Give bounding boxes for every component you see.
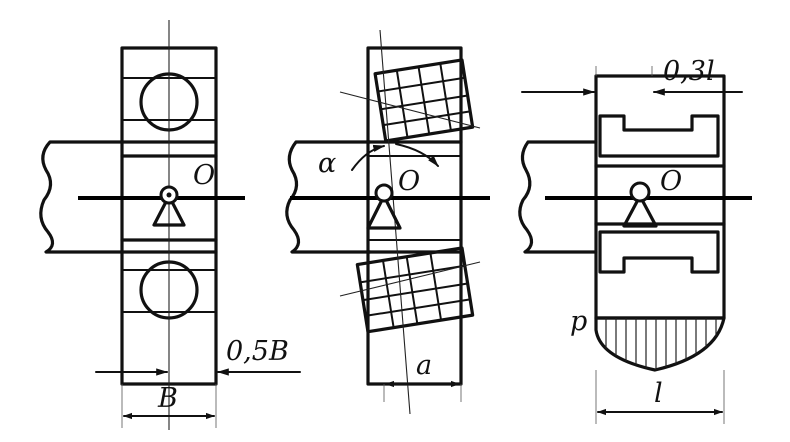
hinge-pin-2: [374, 183, 394, 203]
hinge-pin-3: [629, 181, 651, 203]
lower-bushing: [598, 230, 720, 274]
tilted-centerline: [379, 29, 411, 415]
hinge-support-3: [622, 194, 658, 228]
hinge-support-1: [152, 194, 186, 227]
tilted-lower-block: [355, 246, 475, 334]
pressure-label: p: [570, 306, 587, 337]
angle-arrow-left: [351, 144, 386, 171]
pressure-epure: [594, 316, 726, 372]
width-b-label: B: [157, 383, 178, 414]
tilted-axis-lower: [339, 261, 481, 297]
shaft-outline-1: [39, 140, 124, 254]
angle-arrow-right: [395, 143, 439, 167]
shaft-outline-3: [518, 140, 598, 254]
plain-bearing-scheme: O p 0,3l l: [518, 56, 752, 424]
half-width-label: 0,5B: [226, 336, 289, 367]
tilted-bearing-scheme: α O a: [285, 29, 490, 415]
offset-a-label: a: [416, 350, 432, 381]
ball-bearing-scheme: O 0,5B B: [39, 20, 301, 430]
pressure-epure-hatching: [605, 318, 717, 370]
center-label-1: O: [193, 160, 215, 191]
hinge-dot-1: [166, 192, 172, 198]
center-label-2: O: [398, 166, 420, 197]
tilted-upper-block: [373, 58, 475, 143]
upper-bushing: [598, 114, 720, 158]
fraction-l-label: 0,3l: [663, 56, 715, 87]
center-label-3: O: [660, 166, 682, 197]
length-l-label: l: [654, 378, 663, 409]
tilted-axis-upper: [339, 91, 481, 129]
angle-label: α: [318, 148, 336, 179]
hinge-support-2: [366, 194, 402, 230]
